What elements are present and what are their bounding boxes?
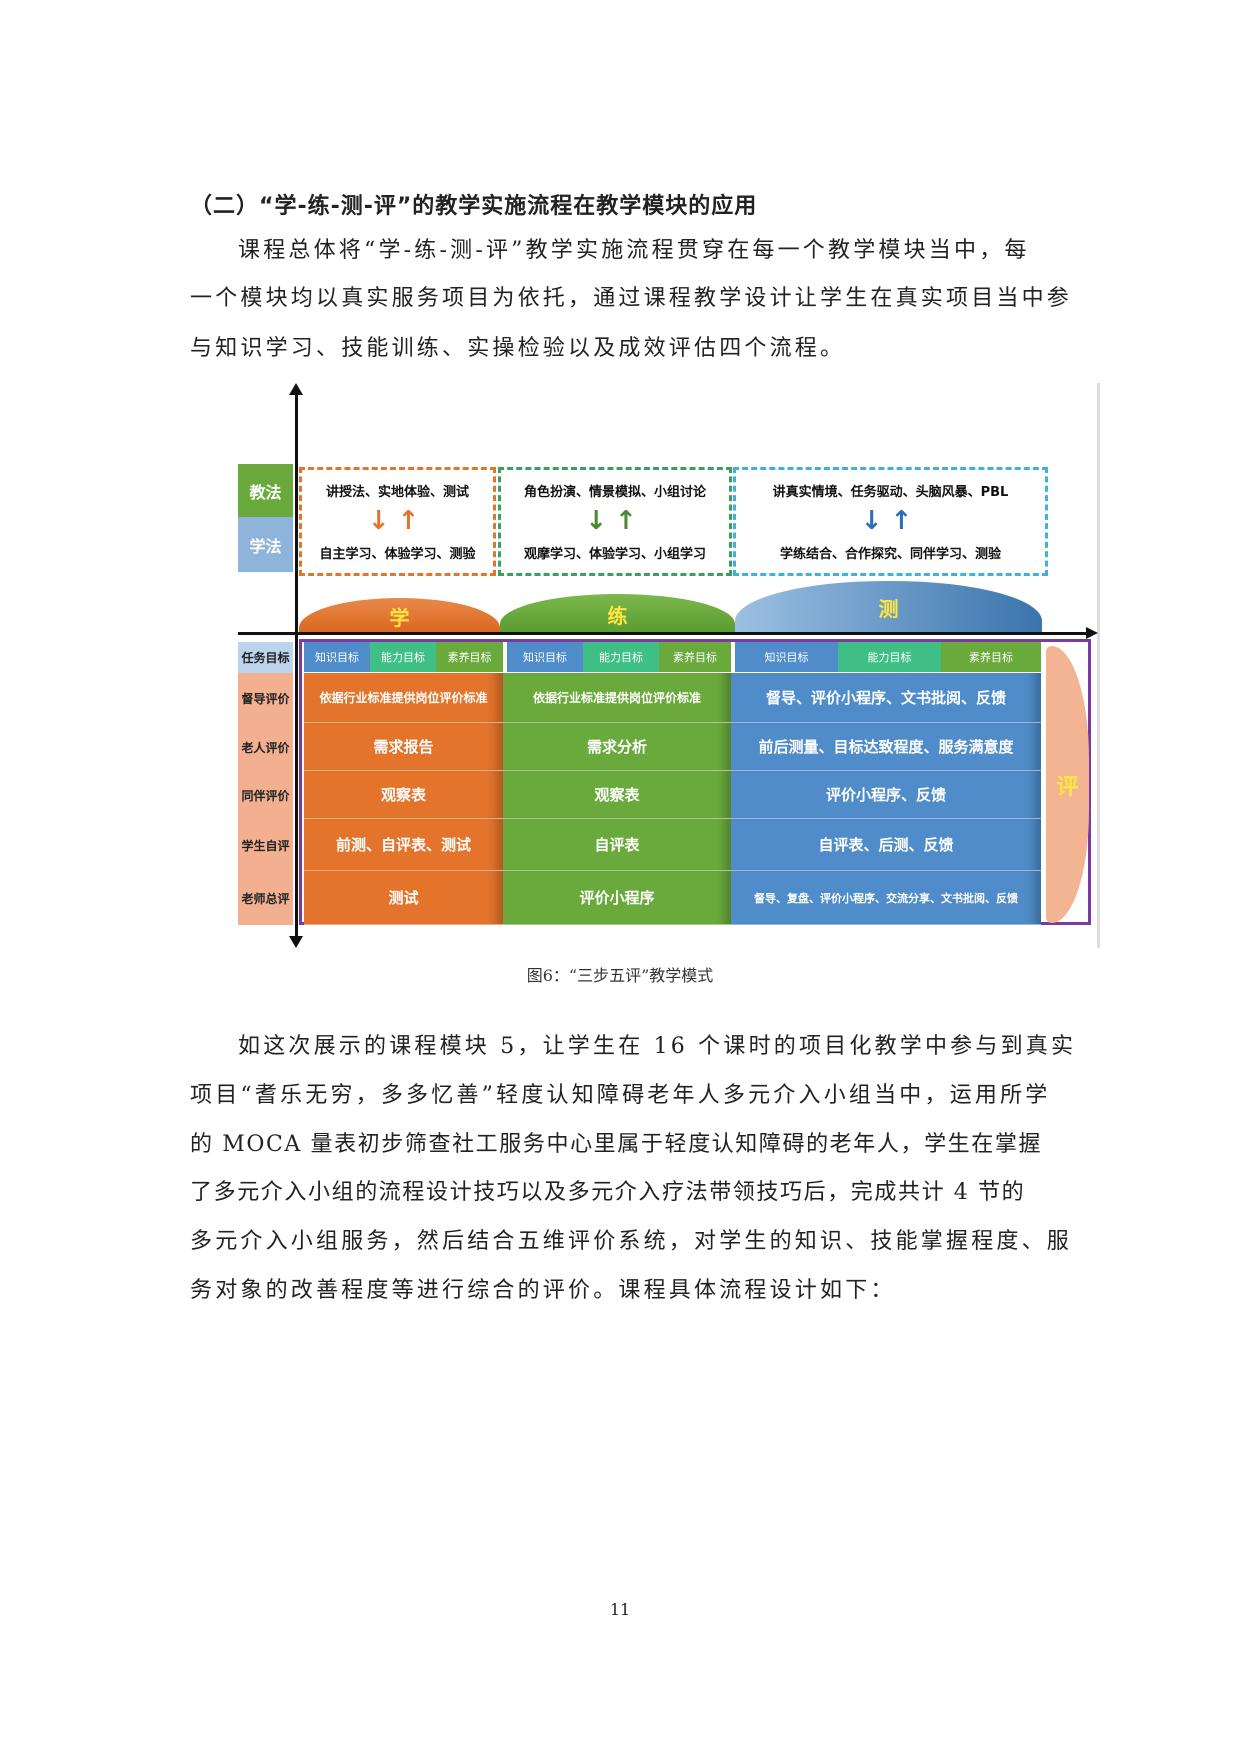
arrows-icon: ↓↑: [860, 506, 921, 537]
teach-methods: 讲授法、实地体验、测试: [325, 485, 469, 501]
goal-literacy: 素养目标: [941, 642, 1041, 672]
arrows-icon: ↓↑: [585, 506, 645, 537]
page-number: 11: [609, 1600, 631, 1619]
paragraph-line: 课程总体将“学-练-测-评”教学实施流程贯穿在每一个教学模块当中，每: [238, 238, 1030, 263]
row-label: 老人评价: [238, 723, 293, 771]
arrow-right-icon: [1086, 627, 1098, 639]
image-edge: [1097, 383, 1100, 948]
goal-ability: 能力目标: [583, 642, 659, 672]
teach-method-label: 教法: [238, 464, 293, 517]
arrow-up-icon: [289, 383, 303, 395]
row-label: 老师总评: [238, 871, 293, 925]
row-label: 学生自评: [238, 819, 293, 871]
goal-literacy: 素养目标: [436, 642, 503, 672]
row-label: 同伴评价: [238, 771, 293, 819]
stage-methods-box: 角色扮演、情景模拟、小组讨论 ↓↑ 观摩学习、体验学习、小组学习: [498, 467, 732, 576]
goal-ability: 能力目标: [838, 642, 941, 672]
paragraph-line: 与知识学习、技能训练、实操检验以及成效评估四个流程。: [190, 336, 846, 361]
row-label: 督导评价: [238, 673, 293, 723]
cell: 前后测量、目标达致程度、服务满意度: [731, 723, 1041, 771]
goal-knowledge: 知识目标: [507, 642, 583, 672]
cell: 观察表: [503, 771, 731, 819]
teach-methods: 讲真实情境、任务驱动、头脑风暴、PBL: [772, 485, 1009, 501]
figure-caption: 图6：“三步五评”教学模式: [526, 966, 714, 985]
paragraph-line: 多元介入小组服务，然后结合五维评价系统，对学生的知识、技能掌握程度、服: [190, 1229, 1073, 1254]
cell: 前测、自评表、测试: [304, 819, 503, 871]
cell: 测试: [304, 871, 503, 925]
paragraph-line: 项目“耆乐无穷，多多忆善”轻度认知障碍老年人多元介入小组当中，运用所学: [190, 1083, 1051, 1108]
arrows-icon: ↓↑: [367, 506, 428, 537]
cell: 评价小程序、反馈: [731, 771, 1041, 819]
goal-knowledge: 知识目标: [304, 642, 370, 672]
paragraph-line: 一个模块均以真实服务项目为依托，通过课程教学设计让学生在真实项目当中参: [190, 286, 1073, 311]
cell: 督导、复盘、评价小程序、交流分享、文书批阅、反馈: [731, 871, 1041, 925]
arrow-down-icon: [289, 936, 303, 948]
stage-dome-test: 测: [735, 581, 1042, 634]
section-heading: （二）“学-练-测-评”的教学实施流程在教学模块的应用: [190, 194, 758, 219]
stage-methods-box: 讲授法、实地体验、测试 ↓↑ 自主学习、体验学习、测验: [299, 467, 496, 576]
row-label: 任务目标: [238, 642, 293, 673]
stage-dome-learn: 学: [299, 598, 500, 634]
cell: 评价小程序: [503, 871, 731, 925]
goal-ability: 能力目标: [370, 642, 436, 672]
goal-knowledge: 知识目标: [735, 642, 838, 672]
evaluate-pill: 评: [1046, 646, 1089, 923]
goal-literacy: 素养目标: [659, 642, 731, 672]
learn-method-label: 学法: [238, 517, 293, 572]
paragraph-line: 如这次展示的课程模块 5，让学生在 16 个课时的项目化教学中参与到真实: [238, 1034, 1077, 1059]
learn-methods: 自主学习、体验学习、测验: [319, 546, 476, 562]
learn-methods: 学练结合、合作探究、同伴学习、测验: [779, 546, 1001, 562]
cell: 自评表、后测、反馈: [731, 819, 1041, 871]
cell: 需求报告: [304, 723, 503, 771]
teach-methods: 角色扮演、情景模拟、小组讨论: [523, 485, 706, 501]
paragraph-line: 的 MOCA 量表初步筛查社工服务中心里属于轻度认知障碍的老年人，学生在掌握: [190, 1132, 1043, 1157]
cell: 自评表: [503, 819, 731, 871]
paragraph-line: 了多元介入小组的流程设计技巧以及多元介入疗法带领技巧后，完成共计 4 节的: [190, 1180, 1026, 1205]
learn-methods: 观摩学习、体验学习、小组学习: [523, 546, 706, 562]
cell: 督导、评价小程序、文书批阅、反馈: [731, 673, 1041, 723]
paragraph-line: 务对象的改善程度等进行综合的评价。课程具体流程设计如下：: [190, 1278, 896, 1303]
x-axis: [238, 632, 1088, 635]
cell: 依据行业标准提供岗位评价标准: [503, 673, 731, 723]
cell: 需求分析: [503, 723, 731, 771]
cell: 观察表: [304, 771, 503, 819]
cell: 依据行业标准提供岗位评价标准: [304, 673, 503, 723]
stage-methods-box: 讲真实情境、任务驱动、头脑风暴、PBL ↓↑ 学练结合、合作探究、同伴学习、测验: [733, 467, 1048, 576]
y-axis: [295, 392, 298, 940]
stage-dome-practice: 练: [500, 594, 735, 634]
